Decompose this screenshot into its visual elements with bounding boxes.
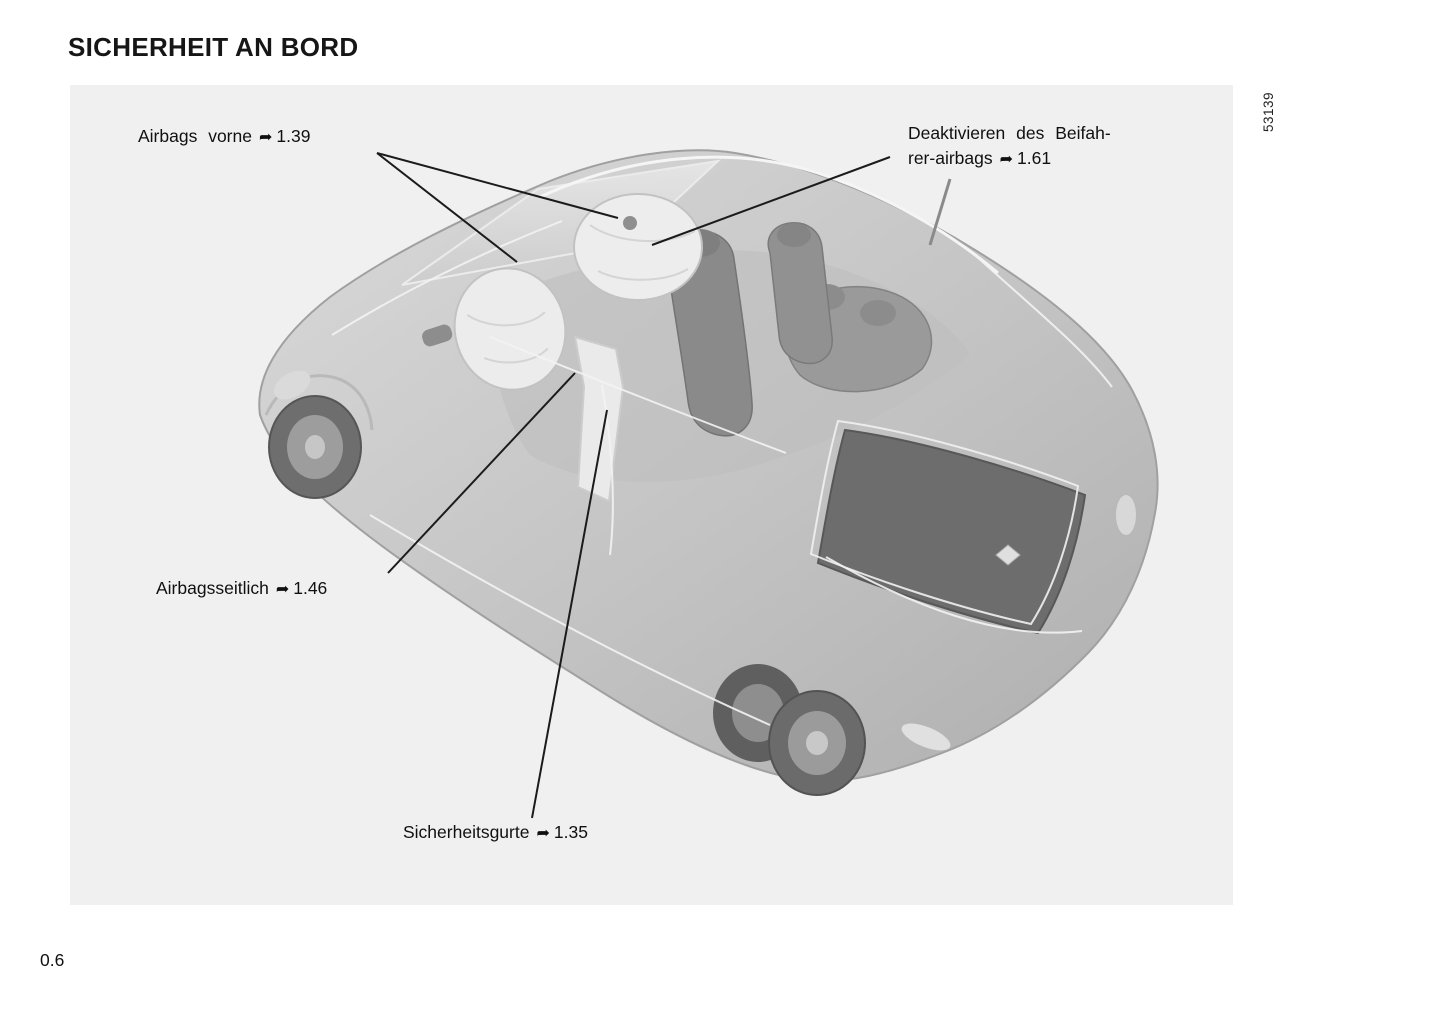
cross-ref-number: 1.46 <box>293 578 328 598</box>
cross-ref-arrow-icon: ➦ <box>275 581 290 598</box>
cross-ref-number: 1.35 <box>553 822 588 842</box>
callout-line-front-airbag-passenger <box>376 152 619 219</box>
callout-front-airbags: Airbags vorne ➦1.39 <box>138 125 310 149</box>
callout-line-front-airbag-driver <box>376 152 518 263</box>
page-title: SICHERHEIT AN BORD <box>68 32 359 62</box>
figure-area: Airbags vorne➦1.39 Deaktivieren des Beif… <box>70 85 1233 905</box>
rear-lamp-right <box>1116 495 1136 535</box>
callout-text: Sicherheitsgurte <box>403 822 530 842</box>
callout-seatbelts: Sicherheitsgurte ➦1.35 <box>403 821 588 845</box>
cross-ref-arrow-icon: ➦ <box>258 129 273 146</box>
callout-side-airbags: Airbagsseitlich ➦1.46 <box>156 577 327 601</box>
cross-ref-arrow-icon: ➦ <box>999 151 1014 168</box>
brand-emblem <box>995 544 1021 566</box>
callout-lines <box>376 152 891 819</box>
headlight <box>273 370 311 400</box>
car-illustration <box>258 149 1159 819</box>
callout-line-seatbelts <box>531 409 608 819</box>
windshield <box>401 159 722 286</box>
callout-text-continued: rer-airbags ➦1.61 <box>908 146 1142 172</box>
car-body <box>258 149 1159 796</box>
page-number: 0.6 <box>40 950 65 970</box>
callout-text-line2: rer-airbags <box>908 148 993 168</box>
callout-line-passenger-deactivation <box>651 156 891 246</box>
cross-ref-arrow-icon: ➦ <box>536 825 550 842</box>
roof-rim <box>539 155 999 275</box>
rear-lamp-left <box>901 723 951 751</box>
rear-wheels <box>713 664 866 796</box>
cross-ref-number: 1.39 <box>276 126 311 146</box>
passenger-airbag <box>573 193 703 301</box>
callout-text: Airbags vorne <box>138 126 252 146</box>
driver-airbag <box>453 267 567 391</box>
front-wheel <box>264 374 374 499</box>
callout-text: Deaktivieren des Beifah- <box>908 123 1111 143</box>
figure-code: 53139 <box>1261 91 1276 133</box>
callout-text: Airbagsseitlich <box>156 578 269 598</box>
hatch-outline <box>809 419 1080 626</box>
cross-ref-number: 1.61 <box>1017 148 1052 168</box>
callout-line-side-airbags <box>387 372 576 574</box>
side-mirror <box>422 324 453 347</box>
callout-passenger-airbag-deactivation: Deaktivieren des Beifah- rer-airbags ➦1.6… <box>908 121 1142 172</box>
antenna <box>928 178 952 246</box>
panel-lines <box>331 220 1113 726</box>
